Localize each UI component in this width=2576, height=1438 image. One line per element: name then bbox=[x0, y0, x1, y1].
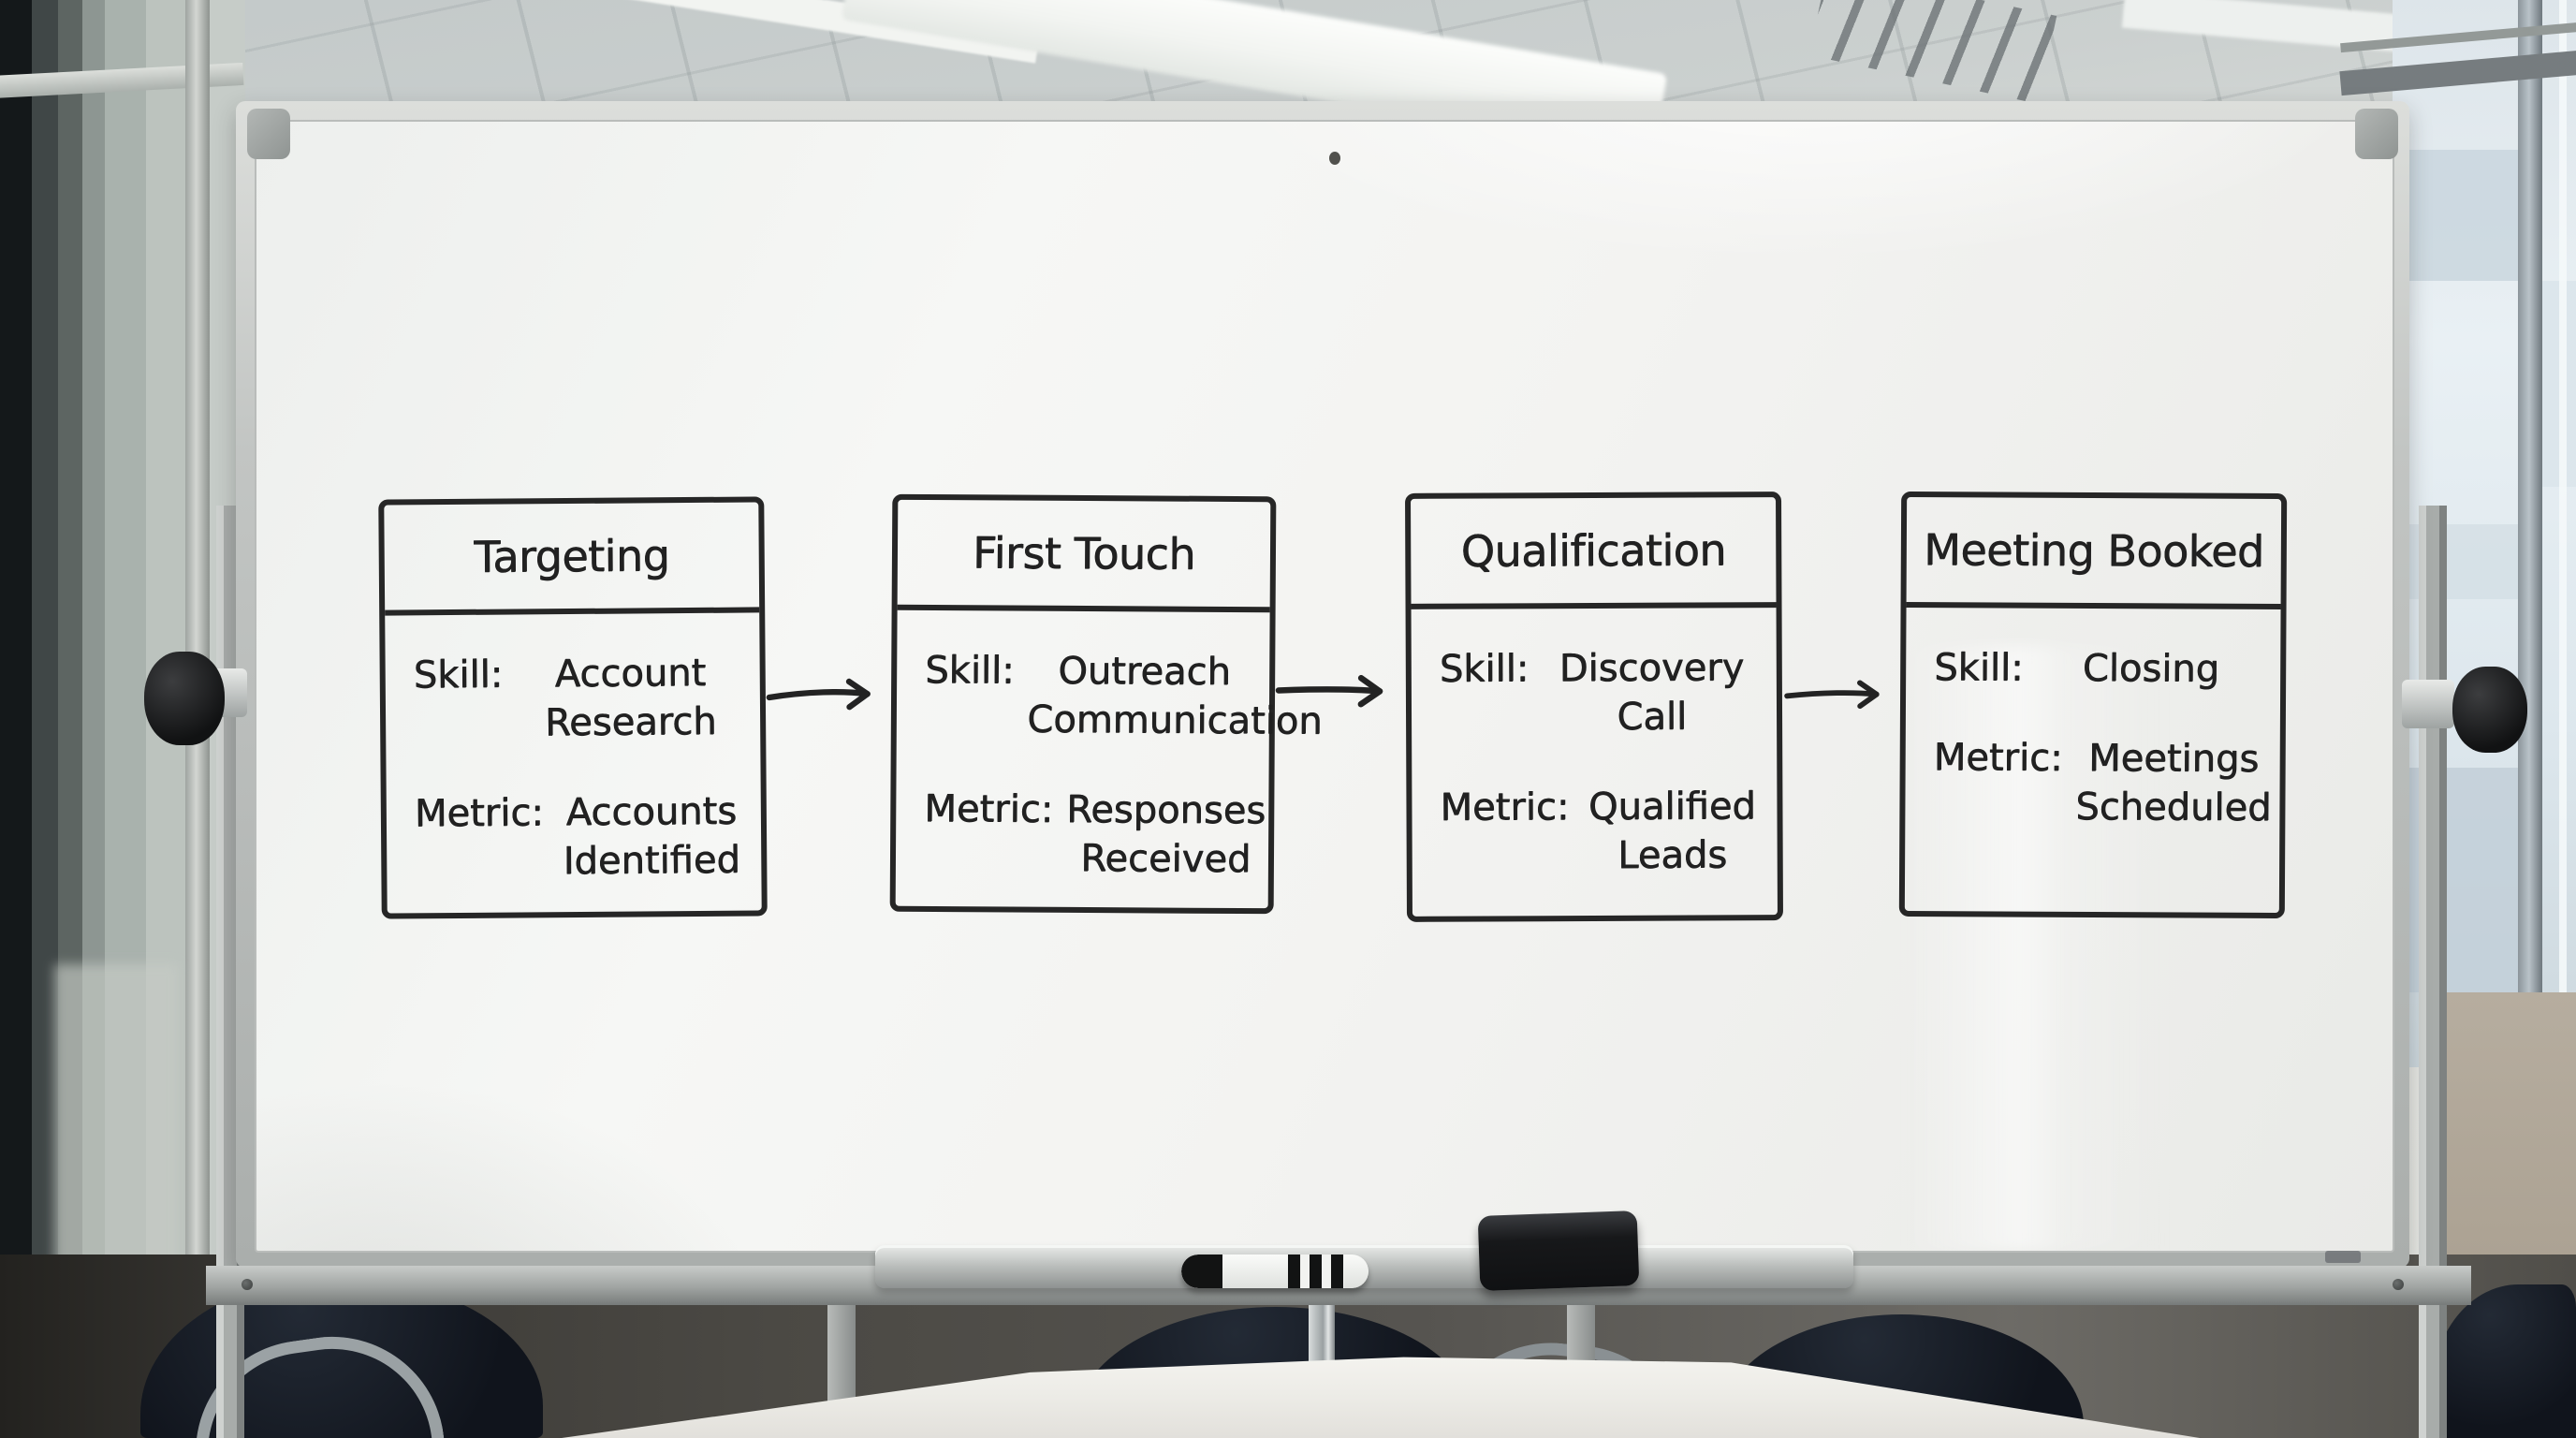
skill-value: Discovery Call bbox=[1559, 646, 1745, 739]
whiteboard-marker bbox=[1181, 1255, 1368, 1288]
stage-box-qualification: Qualification Skill: Discovery Call Metr… bbox=[1405, 492, 1783, 922]
frame-corner-cap bbox=[2355, 109, 2398, 159]
metric-label: Metric: bbox=[1933, 736, 2063, 780]
skill-value: Account Research bbox=[544, 651, 717, 745]
frame-brand-sticker bbox=[2325, 1251, 2361, 1263]
skill-label: Skill: bbox=[1934, 646, 2024, 690]
skill-row: Skill: Outreach Communication bbox=[925, 646, 1323, 745]
metric-row: Metric: Accounts Identified bbox=[415, 787, 747, 888]
stage-body: Skill: Outreach Communication Metric: Re… bbox=[896, 610, 1323, 884]
city-view-band bbox=[2393, 524, 2518, 599]
stage-box-targeting: Targeting Skill: Account Research Metric… bbox=[378, 496, 768, 919]
stage-body: Skill: Closing Metric: Meetings Schedule… bbox=[1905, 608, 2280, 832]
city-view-band bbox=[2393, 768, 2518, 992]
frame-corner-cap bbox=[247, 109, 290, 159]
whiteboard: Targeting Skill: Account Research Metric… bbox=[236, 101, 2409, 1268]
metric-label: Metric: bbox=[1440, 785, 1570, 829]
stage-title: Qualification bbox=[1411, 497, 1777, 609]
stage-box-first-touch: First Touch Skill: Outreach Communicatio… bbox=[889, 493, 1323, 915]
stage-title: First Touch bbox=[897, 499, 1271, 613]
crossbar-screw bbox=[242, 1279, 253, 1290]
whiteboard-eraser bbox=[1477, 1211, 1640, 1291]
pivot-knob-right bbox=[2452, 667, 2527, 753]
marker-body bbox=[1222, 1255, 1288, 1288]
metric-row: Metric: Meetings Scheduled bbox=[1933, 733, 2272, 832]
city-view-band bbox=[2393, 150, 2518, 281]
stage-title: Targeting bbox=[384, 502, 760, 616]
flow-arrow-icon bbox=[1780, 666, 1897, 723]
pivot-knob-left bbox=[144, 652, 225, 745]
stage-box-meeting-booked: Meeting Booked Skill: Closing Metric: Me… bbox=[1898, 491, 2288, 919]
window-glass-edge bbox=[2559, 0, 2567, 1067]
skill-label: Skill: bbox=[1439, 647, 1530, 691]
board-magnet-dot bbox=[1329, 152, 1340, 165]
stage-title: Meeting Booked bbox=[1906, 496, 2282, 610]
city-view-band bbox=[2540, 281, 2576, 487]
skill-label: Skill: bbox=[413, 653, 504, 697]
skill-row: Skill: Closing bbox=[1934, 643, 2265, 694]
metric-label: Metric: bbox=[924, 786, 1054, 831]
metric-label: Metric: bbox=[414, 791, 544, 836]
stage-body: Skill: Discovery Call Metric: Qualified … bbox=[1412, 608, 1778, 881]
metric-value: Meetings Scheduled bbox=[2075, 736, 2272, 829]
whiteboard-surface: Targeting Skill: Account Research Metric… bbox=[255, 120, 2394, 1253]
marker-cap bbox=[1181, 1255, 1222, 1288]
skill-value: Closing bbox=[2082, 646, 2220, 691]
skill-row: Skill: Account Research bbox=[414, 649, 746, 749]
window-mullion bbox=[2518, 0, 2542, 1067]
skill-row: Skill: Discovery Call bbox=[1440, 643, 1762, 742]
crossbar-screw bbox=[2393, 1279, 2404, 1290]
board-light-streak bbox=[1904, 646, 2166, 1251]
pivot-bracket-right bbox=[2402, 680, 2454, 728]
skill-value: Outreach Communication bbox=[1027, 649, 1323, 743]
metric-value: Accounts Identified bbox=[563, 789, 740, 884]
skill-label: Skill: bbox=[925, 648, 1015, 693]
flow-arrow-icon bbox=[761, 666, 889, 724]
metric-row: Metric: Qualified Leads bbox=[1440, 782, 1762, 881]
marker-stripes bbox=[1288, 1255, 1344, 1288]
metric-value: Qualified Leads bbox=[1588, 785, 1756, 877]
stage-body: Skill: Account Research Metric: Accounts… bbox=[385, 612, 761, 887]
metric-row: Metric: Responses Received bbox=[924, 785, 1266, 884]
flow-arrow-icon bbox=[1271, 662, 1403, 719]
pipeline-flow-diagram: Targeting Skill: Account Research Metric… bbox=[256, 122, 2393, 1251]
metric-value: Responses Received bbox=[1066, 787, 1266, 882]
